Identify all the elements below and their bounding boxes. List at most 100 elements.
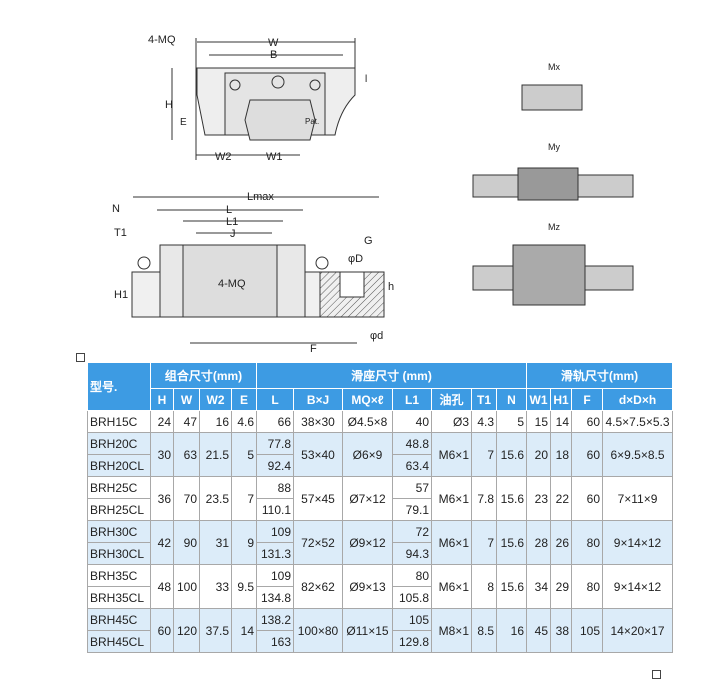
table-cell: 6×9.5×8.5 bbox=[602, 432, 673, 477]
table-cell: 82×62 bbox=[293, 564, 343, 609]
table-cell: 34 bbox=[526, 564, 551, 609]
table-cell: 80 bbox=[571, 520, 603, 565]
table-cell: 120 bbox=[173, 608, 200, 653]
table-cell: 88 bbox=[256, 476, 294, 499]
table-cell: BRH35CL bbox=[87, 586, 151, 609]
column-header: d×D×h bbox=[602, 388, 673, 411]
table-cell: 14 bbox=[231, 608, 257, 653]
column-header: 油孔 bbox=[431, 388, 472, 411]
column-header: H1 bbox=[550, 388, 572, 411]
moment-my: My bbox=[548, 142, 560, 152]
table-cell: 7 bbox=[231, 476, 257, 521]
table-cell: 48.8 bbox=[392, 432, 432, 455]
table-cell: 15.6 bbox=[496, 564, 527, 609]
table-cell: 105 bbox=[392, 608, 432, 631]
table-cell: 60 bbox=[571, 476, 603, 521]
front-view: W B 4-MQ H E W2 W1 Pat. l bbox=[148, 34, 367, 163]
table-cell: 5 bbox=[496, 410, 527, 433]
table-resize-handle[interactable] bbox=[652, 670, 661, 679]
dim-phi-d-small: φd bbox=[370, 330, 383, 342]
table-cell: 60 bbox=[571, 410, 603, 433]
table-cell: 23 bbox=[526, 476, 551, 521]
dim-4mq-side: 4-MQ bbox=[218, 278, 246, 290]
dim-j: J bbox=[230, 228, 236, 240]
column-header: F bbox=[571, 388, 603, 411]
dim-w1: W1 bbox=[266, 151, 283, 163]
column-header: W bbox=[173, 388, 200, 411]
dim-t1: T1 bbox=[114, 227, 127, 239]
group-header: 组合尺寸(mm) bbox=[150, 362, 257, 389]
table-cell: 105.8 bbox=[392, 586, 432, 609]
table-cell: 9.5 bbox=[231, 564, 257, 609]
table-cell: 109 bbox=[256, 564, 294, 587]
table-cell: 134.8 bbox=[256, 586, 294, 609]
table-cell: 40 bbox=[392, 410, 432, 433]
table-cell: Ø9×12 bbox=[342, 520, 393, 565]
table-cell: 7×11×9 bbox=[602, 476, 673, 521]
table-cell: M6×1 bbox=[431, 476, 472, 521]
table-cell: 16 bbox=[496, 608, 527, 653]
table-cell: 129.8 bbox=[392, 630, 432, 653]
dim-l: L bbox=[226, 204, 232, 216]
table-cell: M6×1 bbox=[431, 564, 472, 609]
table-cell: BRH35C bbox=[87, 564, 151, 587]
dim-h: H bbox=[165, 99, 173, 111]
moment-views: Mx My Mz bbox=[472, 62, 634, 306]
table-cell: BRH45C bbox=[87, 608, 151, 631]
dim-4mq: 4-MQ bbox=[148, 34, 176, 46]
table-cell: 80 bbox=[571, 564, 603, 609]
table-cell: M6×1 bbox=[431, 432, 472, 477]
table-cell: 80 bbox=[392, 564, 432, 587]
table-cell: 7.8 bbox=[471, 476, 497, 521]
table-cell: 4.3 bbox=[471, 410, 497, 433]
table-cell: 22 bbox=[550, 476, 572, 521]
table-cell: 26 bbox=[550, 520, 572, 565]
table-cell: 5 bbox=[231, 432, 257, 477]
table-cell: 9 bbox=[231, 520, 257, 565]
pat-mark: Pat. bbox=[305, 117, 319, 126]
table-cell: 15.6 bbox=[496, 520, 527, 565]
table-cell: 9×14×12 bbox=[602, 564, 673, 609]
table-cell: 63 bbox=[173, 432, 200, 477]
table-cell: 100×80 bbox=[293, 608, 343, 653]
table-move-handle[interactable] bbox=[76, 353, 85, 362]
table-cell: 8 bbox=[471, 564, 497, 609]
table-cell: 70 bbox=[173, 476, 200, 521]
table-cell: BRH25C bbox=[87, 476, 151, 499]
table-cell: 4.5×7.5×5.3 bbox=[602, 410, 673, 433]
table-cell: Ø7×12 bbox=[342, 476, 393, 521]
table-cell: 7 bbox=[471, 432, 497, 477]
table-cell: 110.1 bbox=[256, 498, 294, 521]
table-cell: 72×52 bbox=[293, 520, 343, 565]
column-header: W2 bbox=[199, 388, 232, 411]
model-header: 型号. bbox=[87, 362, 151, 411]
table-cell: 57 bbox=[392, 476, 432, 499]
group-header: 滑轨尺寸(mm) bbox=[526, 362, 673, 389]
column-header: T1 bbox=[471, 388, 497, 411]
dim-f: F bbox=[310, 343, 317, 355]
dim-phi-d-large: φD bbox=[348, 253, 363, 265]
table-cell: BRH25CL bbox=[87, 498, 151, 521]
table-cell: 23.5 bbox=[199, 476, 232, 521]
table-cell: 18 bbox=[550, 432, 572, 477]
table-cell: 45 bbox=[526, 608, 551, 653]
table-cell: 63.4 bbox=[392, 454, 432, 477]
moment-mz: Mz bbox=[548, 222, 560, 232]
table-cell: 92.4 bbox=[256, 454, 294, 477]
table-cell: 4.6 bbox=[231, 410, 257, 433]
table-cell: BRH20CL bbox=[87, 454, 151, 477]
table-cell: 163 bbox=[256, 630, 294, 653]
dim-l-small: l bbox=[365, 74, 367, 85]
table-cell: 36 bbox=[150, 476, 174, 521]
table-cell: 37.5 bbox=[199, 608, 232, 653]
table-cell: 138.2 bbox=[256, 608, 294, 631]
table-cell: 8.5 bbox=[471, 608, 497, 653]
column-header: B×J bbox=[293, 388, 343, 411]
